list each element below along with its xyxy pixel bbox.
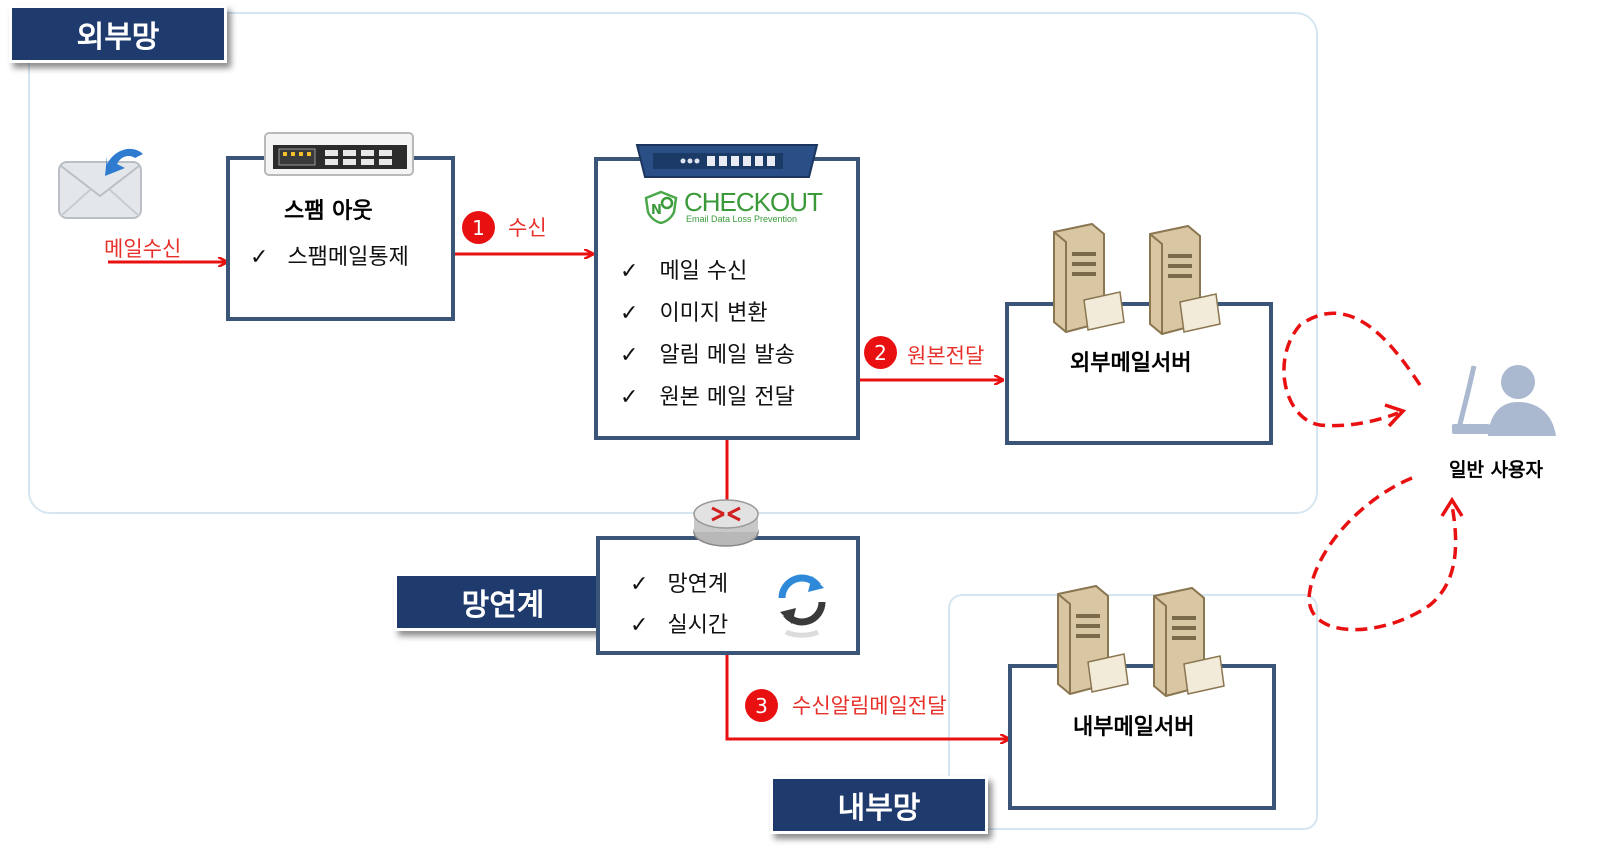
checkout-logo-icon: N [644, 190, 678, 224]
checkout-logo-text: CHECKOUT [684, 187, 823, 217]
step-2-label: 원본전달 [907, 344, 985, 368]
checkout-item-3-label: 알림 메일 발송 [659, 343, 795, 368]
spam-out-title: 스팸 아웃 [284, 199, 373, 224]
link-item-2-label: 실시간 [667, 613, 729, 638]
link-item-2: ✓ 실시간 [630, 607, 728, 639]
spam-appliance-icon [264, 132, 414, 176]
checkout-logo-subtitle: Email Data Loss Prevention [686, 214, 798, 224]
link-item-1-label: 망연계 [667, 572, 729, 597]
sync-icon [778, 574, 826, 638]
external-network-zone [28, 12, 1318, 514]
checkout-box [594, 157, 860, 440]
external-mail-server-box [1005, 302, 1273, 445]
external-mail-server-label: 외부메일서버 [1070, 351, 1192, 376]
internal-mail-server-box [1008, 664, 1276, 810]
checkout-item-4-label: 원본 메일 전달 [659, 385, 795, 410]
step-3-badge: 3 [745, 689, 778, 722]
checkmark-icon: ✓ [620, 385, 639, 410]
user-icon [1452, 365, 1556, 436]
router-icon [693, 499, 759, 547]
checkmark-icon: ✓ [250, 245, 269, 270]
external-server-icon [1053, 222, 1221, 336]
checkmark-icon: ✓ [630, 572, 649, 597]
user-external-dashed-arrow [1282, 311, 1422, 428]
internal-server-icon [1057, 584, 1225, 698]
link-item-1: ✓ 망연계 [630, 566, 728, 598]
step-3-label: 수신알림메일전달 [792, 694, 947, 718]
checkout-item-2: ✓ 이미지 변환 [620, 295, 768, 327]
notification-forward-arrow [725, 655, 1008, 739]
incoming-mail-icon [58, 148, 143, 219]
internal-mail-server-label: 내부메일서버 [1073, 715, 1195, 740]
svg-text:N: N [651, 203, 662, 218]
external-network-label: 외부망 [9, 5, 227, 63]
checkout-item-1: ✓ 메일 수신 [620, 253, 747, 285]
spam-out-box [226, 156, 455, 321]
incoming-mail-label: 메일수신 [104, 237, 182, 261]
internal-network-label: 내부망 [770, 776, 988, 834]
step-1-label: 수신 [508, 216, 547, 240]
user-label: 일반 사용자 [1449, 459, 1544, 481]
user-internal-dashed-arrow [1307, 476, 1458, 632]
checkout-item-2-label: 이미지 변환 [659, 301, 768, 326]
checkmark-icon: ✓ [620, 343, 639, 368]
checkmark-icon: ✓ [620, 259, 639, 284]
checkout-appliance-icon [635, 144, 819, 178]
spam-item-1: ✓ 스팸메일통제 [250, 239, 409, 271]
checkout-item-1-label: 메일 수신 [659, 259, 748, 284]
step-1-badge: 1 [462, 211, 495, 244]
spam-item-1-label: 스팸메일통제 [287, 245, 409, 270]
checkmark-icon: ✓ [620, 301, 639, 326]
checkmark-icon: ✓ [630, 613, 649, 638]
step-2-badge: 2 [864, 336, 897, 369]
internal-network-zone [948, 594, 1318, 830]
checkout-item-3: ✓ 알림 메일 발송 [620, 337, 795, 369]
checkout-item-4: ✓ 원본 메일 전달 [620, 379, 795, 411]
